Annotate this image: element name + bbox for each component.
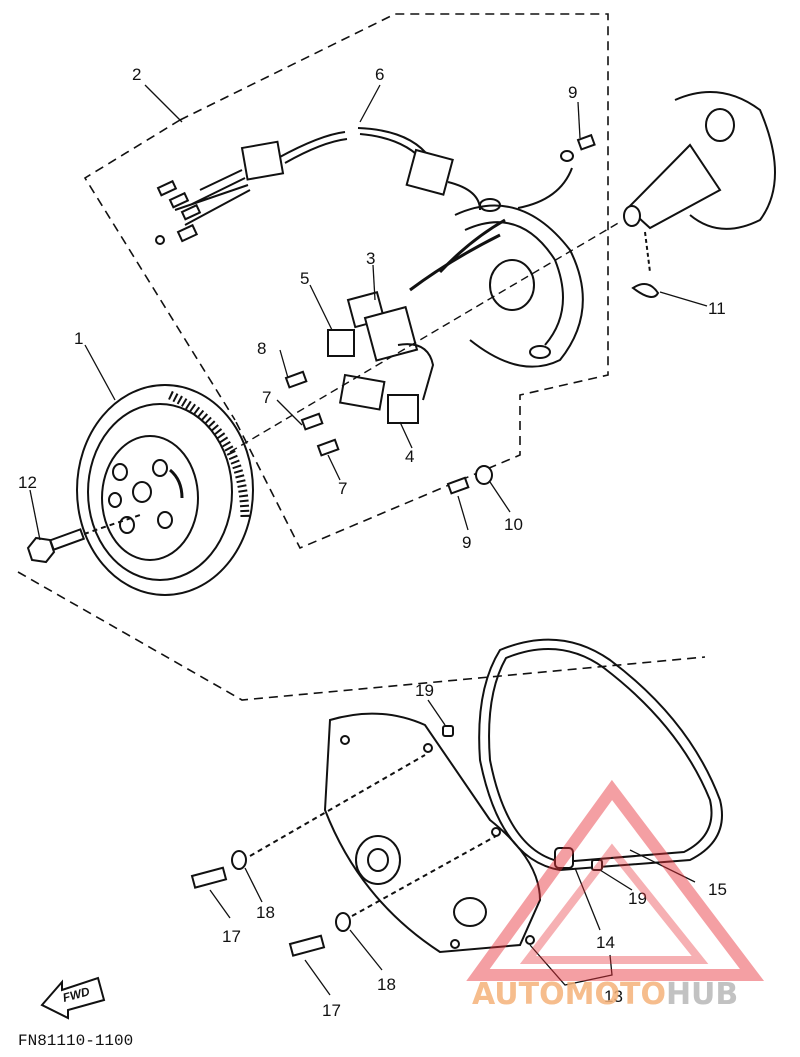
callout-2: 2 xyxy=(132,65,141,84)
lead-wire xyxy=(277,127,573,292)
callout-11: 10 xyxy=(504,515,523,534)
callout-4: 4 xyxy=(405,447,414,466)
callout-17b: 17 xyxy=(322,1001,341,1020)
leader-lines xyxy=(29,84,708,996)
stator-plate xyxy=(454,198,584,368)
watermark-part2: HUB xyxy=(666,977,738,1012)
callout-7b: 7 xyxy=(338,479,347,498)
callout-19b: 19 xyxy=(628,889,647,908)
callout-labels: 2 6 9 3 5 8 7 7 4 1 12 11 9 10 19 19 15 … xyxy=(18,65,727,1020)
callout-18b: 18 xyxy=(377,975,396,994)
callout-15: 14 xyxy=(596,933,615,952)
assembly-boundary xyxy=(17,13,706,701)
cover-bolts xyxy=(190,754,497,957)
callout-7a: 7 xyxy=(262,388,271,407)
callout-5: 5 xyxy=(300,269,309,288)
alignment-line xyxy=(229,221,621,453)
brush-holder xyxy=(327,291,435,424)
diagram-code: FN81110-1100 xyxy=(18,1032,133,1050)
wire-coupler xyxy=(155,140,454,245)
callout-16: 15 xyxy=(708,880,727,899)
callout-19a: 19 xyxy=(415,681,434,700)
callout-3: 3 xyxy=(366,249,375,268)
crankcase-cover xyxy=(323,712,542,954)
callout-13: 12 xyxy=(18,473,37,492)
callout-8: 8 xyxy=(257,339,266,358)
gasket xyxy=(478,638,723,872)
screws xyxy=(284,133,596,495)
callout-9: 9 xyxy=(568,83,577,102)
callout-6: 6 xyxy=(375,65,384,84)
fwd-label: FWD xyxy=(61,984,91,1005)
svg-text:AUTOMOTOHUB: AUTOMOTOHUB xyxy=(472,977,738,1012)
callout-10: 9 xyxy=(462,533,471,552)
callout-1: 1 xyxy=(74,329,83,348)
callout-14: 13 xyxy=(604,987,623,1006)
callout-18a: 18 xyxy=(256,903,275,922)
flywheel xyxy=(76,384,254,596)
dowel-pins xyxy=(442,725,603,871)
fwd-arrow: FWD xyxy=(40,976,106,1020)
callout-17a: 17 xyxy=(222,927,241,946)
flywheel-bolt xyxy=(26,514,141,564)
crankshaft xyxy=(623,91,776,298)
watermark-part1: AUTOMOTO xyxy=(472,977,666,1012)
callout-12: 11 xyxy=(708,299,726,318)
watermark: AUTOMOTOHUB xyxy=(466,779,765,1012)
